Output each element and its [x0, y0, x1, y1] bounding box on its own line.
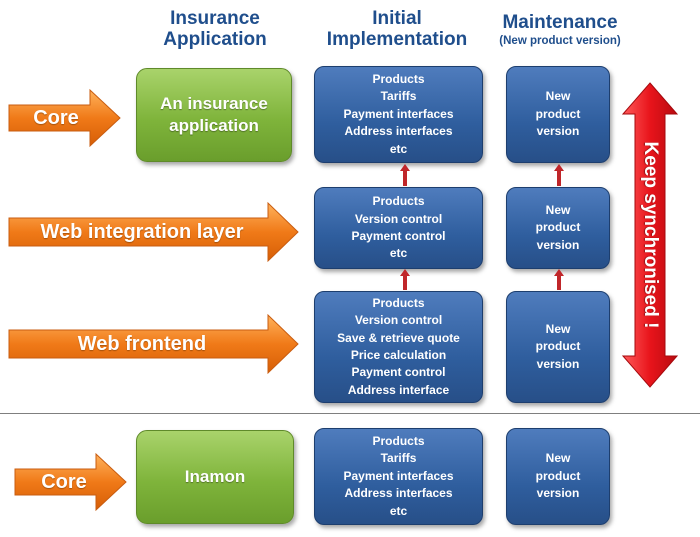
- arrow-shape: [8, 88, 121, 148]
- double-arrow-icon: [621, 82, 679, 388]
- initial-web-frontend-box: Products Version control Save & retrieve…: [314, 291, 483, 403]
- maintenance-web-integration-box: New product version: [506, 187, 610, 269]
- keep-synchronised-arrow: Keep synchronised !: [621, 82, 679, 388]
- arrow-shape: [14, 452, 127, 512]
- maintenance-core-box: New product version: [506, 66, 610, 163]
- inamon-box: Inamon: [136, 430, 294, 524]
- header-maintenance: Maintenance (New product version): [499, 12, 621, 48]
- web-frontend-arrow: Web frontend: [8, 313, 300, 375]
- core-arrow-bottom: Core: [14, 452, 128, 512]
- up-arrow-icon: [554, 164, 564, 186]
- core-arrow-top: Core: [8, 88, 122, 148]
- up-arrow-icon: [400, 269, 410, 290]
- initial-web-integration-box: Products Version control Payment control…: [314, 187, 483, 269]
- arrow-shape: [8, 201, 299, 263]
- up-arrow-icon: [400, 164, 410, 186]
- insurance-application-box: An insurance application: [136, 68, 292, 162]
- initial-inamon-box: Products Tariffs Payment interfaces Addr…: [314, 428, 483, 525]
- section-divider: [0, 413, 700, 414]
- header-initial-implementation: Initial Implementation: [326, 8, 468, 51]
- maintenance-inamon-box: New product version: [506, 428, 610, 525]
- maintenance-web-frontend-box: New product version: [506, 291, 610, 403]
- up-arrow-icon: [554, 269, 564, 290]
- initial-core-box: Products Tariffs Payment interfaces Addr…: [314, 66, 483, 163]
- web-integration-arrow: Web integration layer: [8, 201, 300, 263]
- arrow-shape: [8, 313, 299, 375]
- header-insurance-application: Insurance Application: [163, 8, 267, 51]
- keep-synchronised-label: Keep synchronised !: [640, 141, 661, 329]
